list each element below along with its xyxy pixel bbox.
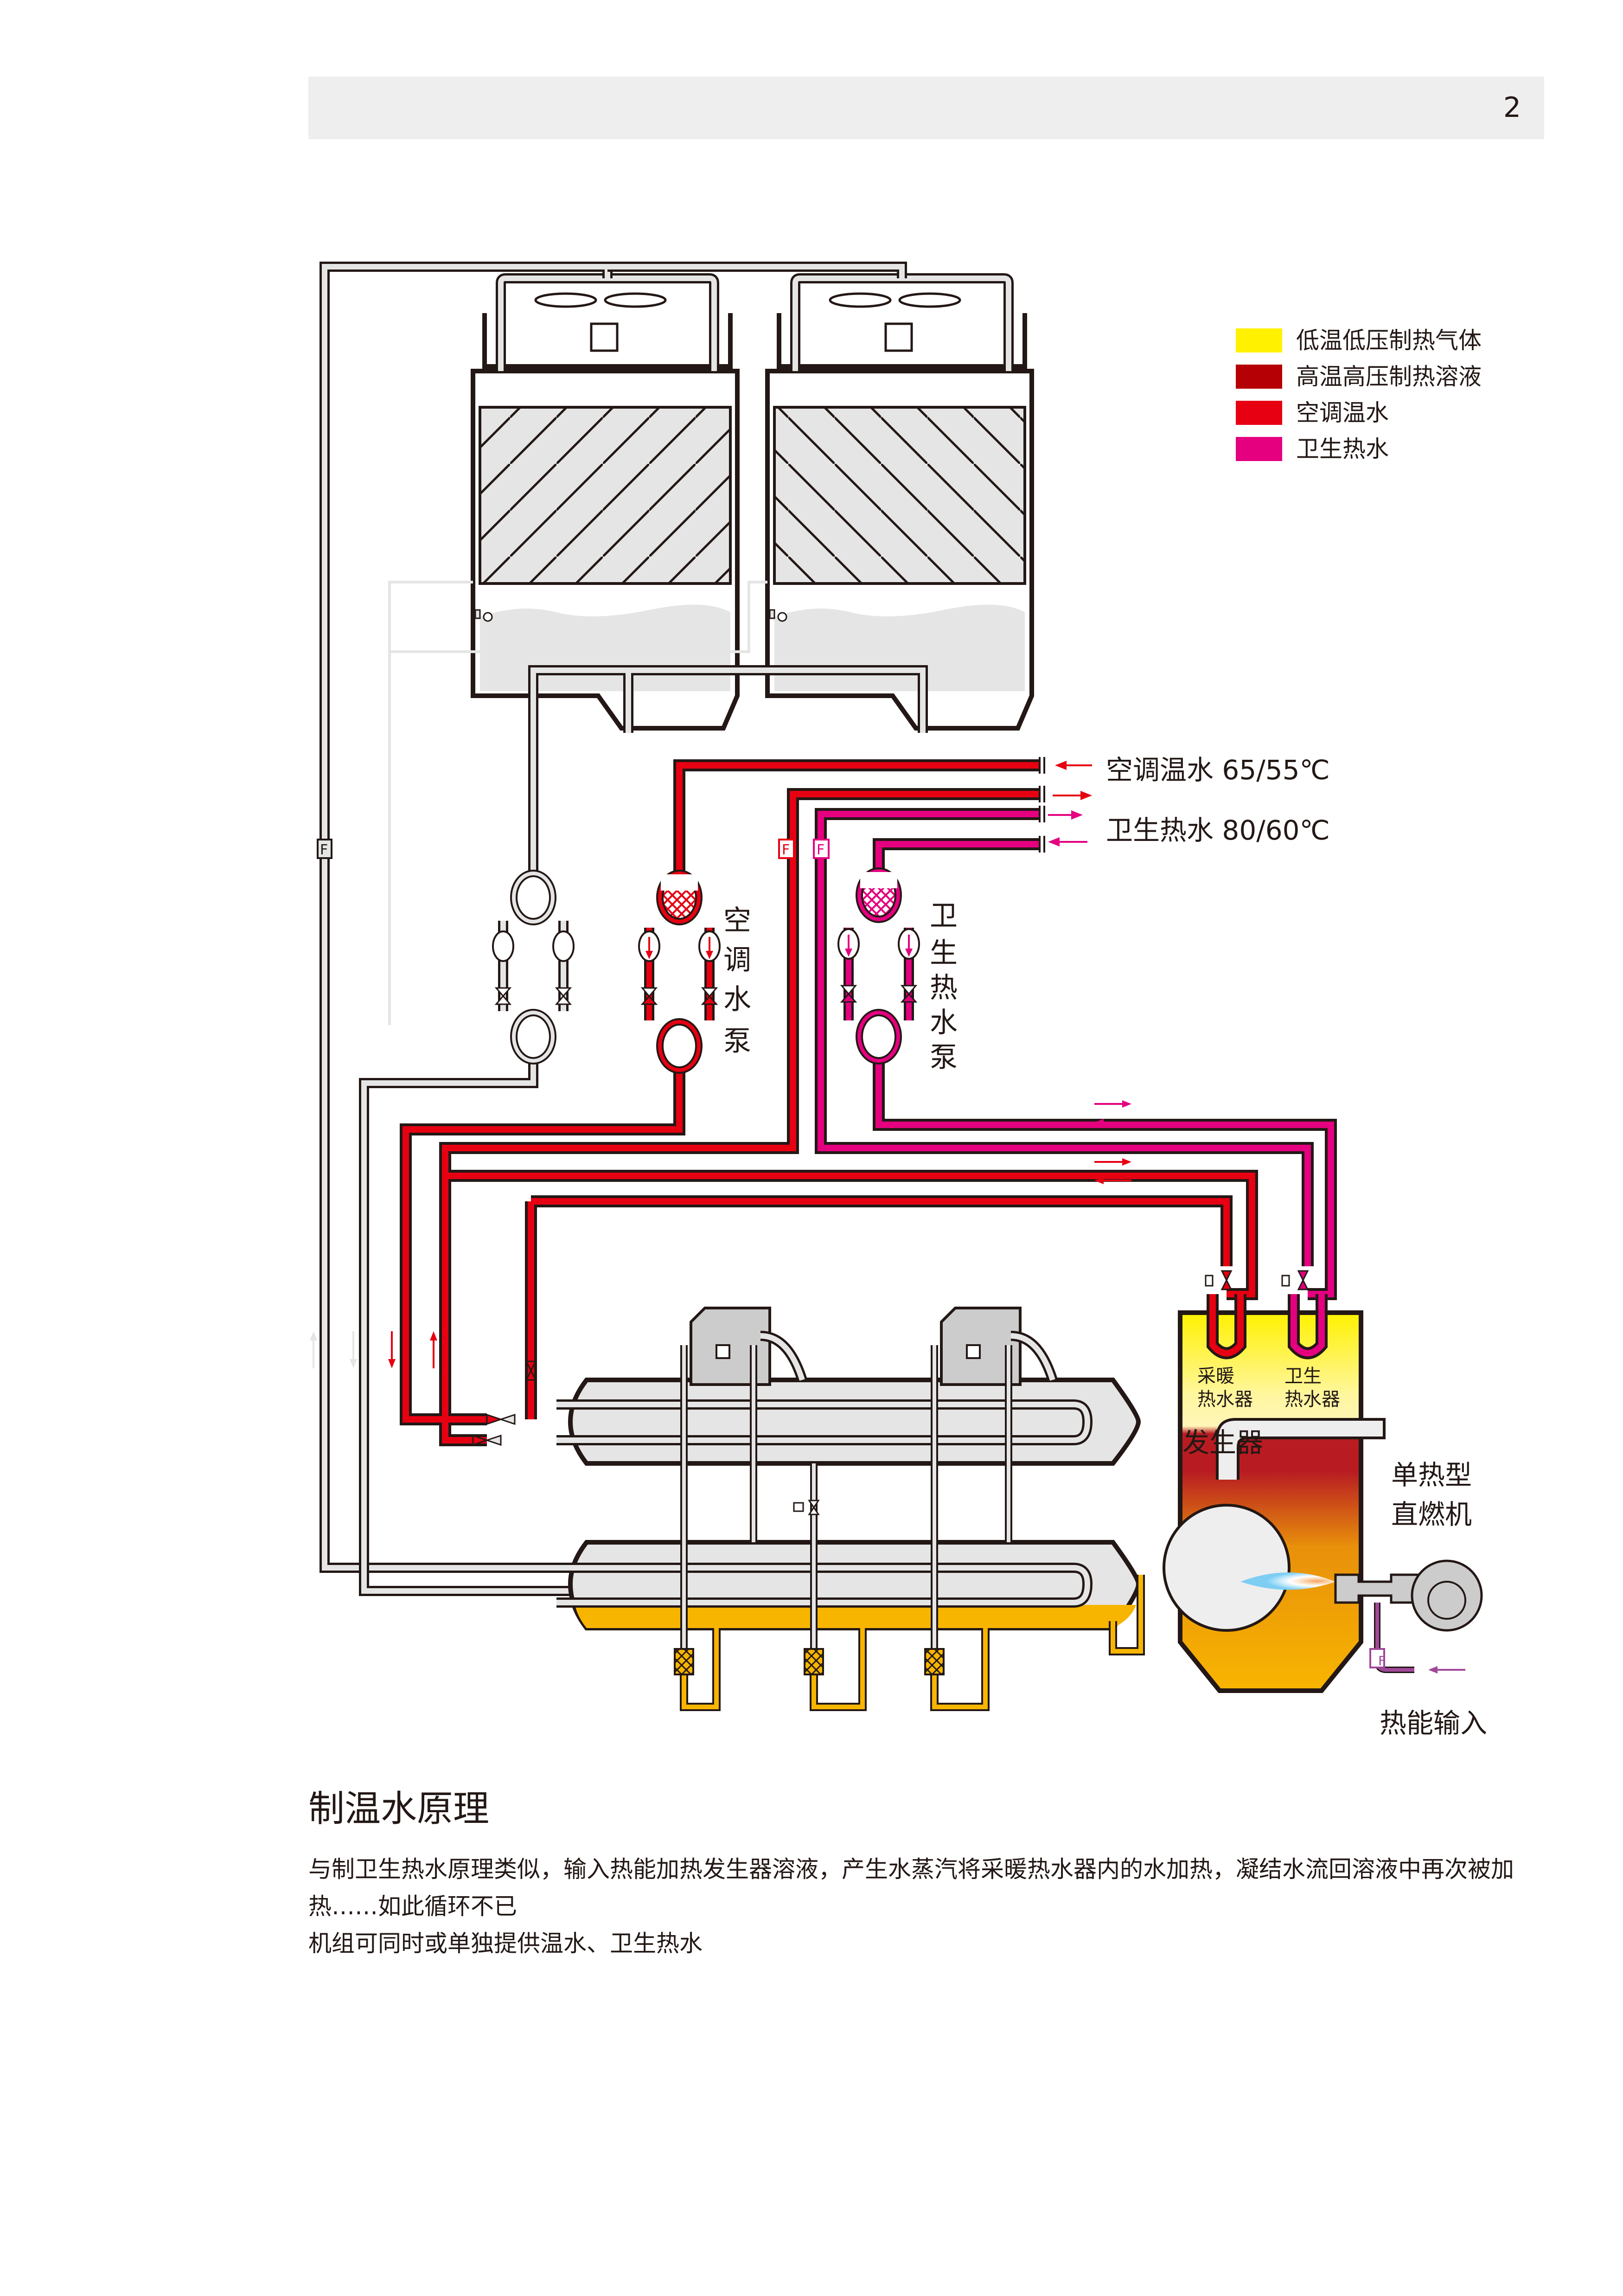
heat-input-label: 热能输入 <box>1380 1707 1487 1739</box>
flow-switch-ac-label: F <box>782 842 790 858</box>
sanitary-pump-label-2: 生 <box>930 937 958 969</box>
machine-type-label-2: 直燃机 <box>1391 1499 1472 1530</box>
legend: 低温低压制热气体 高温高压制热溶液 空调温水 卫生热水 <box>1236 322 1482 467</box>
connection-pipes <box>680 1345 1145 1711</box>
ac-water-pump-group <box>638 870 721 1074</box>
sanitary-water-pipes <box>815 808 1337 1300</box>
ac-pump-label-2: 调 <box>723 944 751 976</box>
legend-label: 低温低压制热气体 <box>1296 327 1482 354</box>
cooling-water-pump-group <box>492 870 575 1065</box>
ac-pump-label-4: 泵 <box>723 1025 751 1058</box>
legend-item-sanitary-water: 卫生热水 <box>1236 431 1482 467</box>
legend-swatch-red <box>1236 401 1282 425</box>
page-header-bar: 2 <box>308 77 1544 139</box>
ac-water-port-label: 空调温水 65/55℃ <box>1106 754 1330 786</box>
evaporator-shell <box>556 1540 1141 1630</box>
legend-item-high-temp-solution: 高温高压制热溶液 <box>1236 359 1482 395</box>
legend-item-low-temp-gas: 低温低压制热气体 <box>1236 322 1482 359</box>
sanitary-pump-label-5: 泵 <box>930 1041 958 1074</box>
ac-water-pipes <box>400 759 1258 1446</box>
legend-swatch-dark-red <box>1236 365 1282 389</box>
page-number: 2 <box>1503 91 1521 124</box>
refrigerant-unit-1 <box>690 1307 807 1386</box>
generator-label: 发生器 <box>1182 1427 1263 1458</box>
flow-switch-fuel-label: F <box>1378 1653 1386 1668</box>
condenser-shell <box>556 1378 1141 1466</box>
flow-switch-ac <box>778 839 795 859</box>
flow-switch-cooling <box>317 839 332 859</box>
generator-vessel <box>1163 1294 1483 1693</box>
legend-label: 高温高压制热溶液 <box>1296 363 1482 390</box>
expansion-valve <box>793 1500 820 1515</box>
port-flanges <box>1039 757 1045 853</box>
sanitary-water-pump-group <box>837 867 920 1065</box>
flow-switch-sanitary <box>813 839 830 859</box>
sanitary-heater-label-1: 卫生 <box>1284 1366 1322 1387</box>
ac-pump-label-1: 空 <box>723 904 751 937</box>
heating-heater-label-2: 热水器 <box>1197 1389 1253 1410</box>
flow-arrows <box>310 761 1131 1368</box>
legend-item-ac-water: 空调温水 <box>1236 395 1482 431</box>
sanitary-water-port-label: 卫生热水 80/60℃ <box>1106 815 1330 846</box>
legend-label: 卫生热水 <box>1296 436 1389 462</box>
ac-pump-label-3: 水 <box>723 983 751 1016</box>
heating-heater-label-1: 采暖 <box>1197 1366 1234 1387</box>
legend-label: 空调温水 <box>1296 399 1389 426</box>
sanitary-pump-label-3: 热 <box>930 972 958 1004</box>
machine-type-label-1: 单热型 <box>1391 1459 1472 1491</box>
three-way-valves <box>472 1360 537 1446</box>
description-section: 制温水原理 与制卫生热水原理类似，输入热能加热发生器溶液，产生水蒸汽将采暖热水器… <box>308 1786 1560 1962</box>
flow-switch-sanitary-label: F <box>817 842 824 858</box>
description-paragraph-1: 与制卫生热水原理类似，输入热能加热发生器溶液，产生水蒸汽将采暖热水器内的水加热，… <box>308 1856 1514 1920</box>
sanitary-pump-label-4: 水 <box>930 1007 958 1039</box>
description-paragraph-2: 机组可同时或单独提供温水、卫生热水 <box>308 1930 703 1957</box>
legend-swatch-magenta <box>1236 437 1282 461</box>
sanitary-pump-label-1: 卫 <box>930 900 958 932</box>
cooling-tower-1 <box>471 273 740 731</box>
cooling-water-pipes <box>319 262 928 1596</box>
generator-valves <box>1205 1270 1309 1290</box>
sanitary-heater-label-2: 热水器 <box>1284 1389 1340 1410</box>
cooling-tower-2 <box>765 273 1034 731</box>
flow-switch-cooling-label: F <box>320 842 328 858</box>
legend-swatch-yellow <box>1236 328 1282 353</box>
refrigerant-unit-2 <box>940 1307 1058 1386</box>
refrigerant-filters <box>674 1648 945 1675</box>
section-title: 制温水原理 <box>308 1788 490 1830</box>
